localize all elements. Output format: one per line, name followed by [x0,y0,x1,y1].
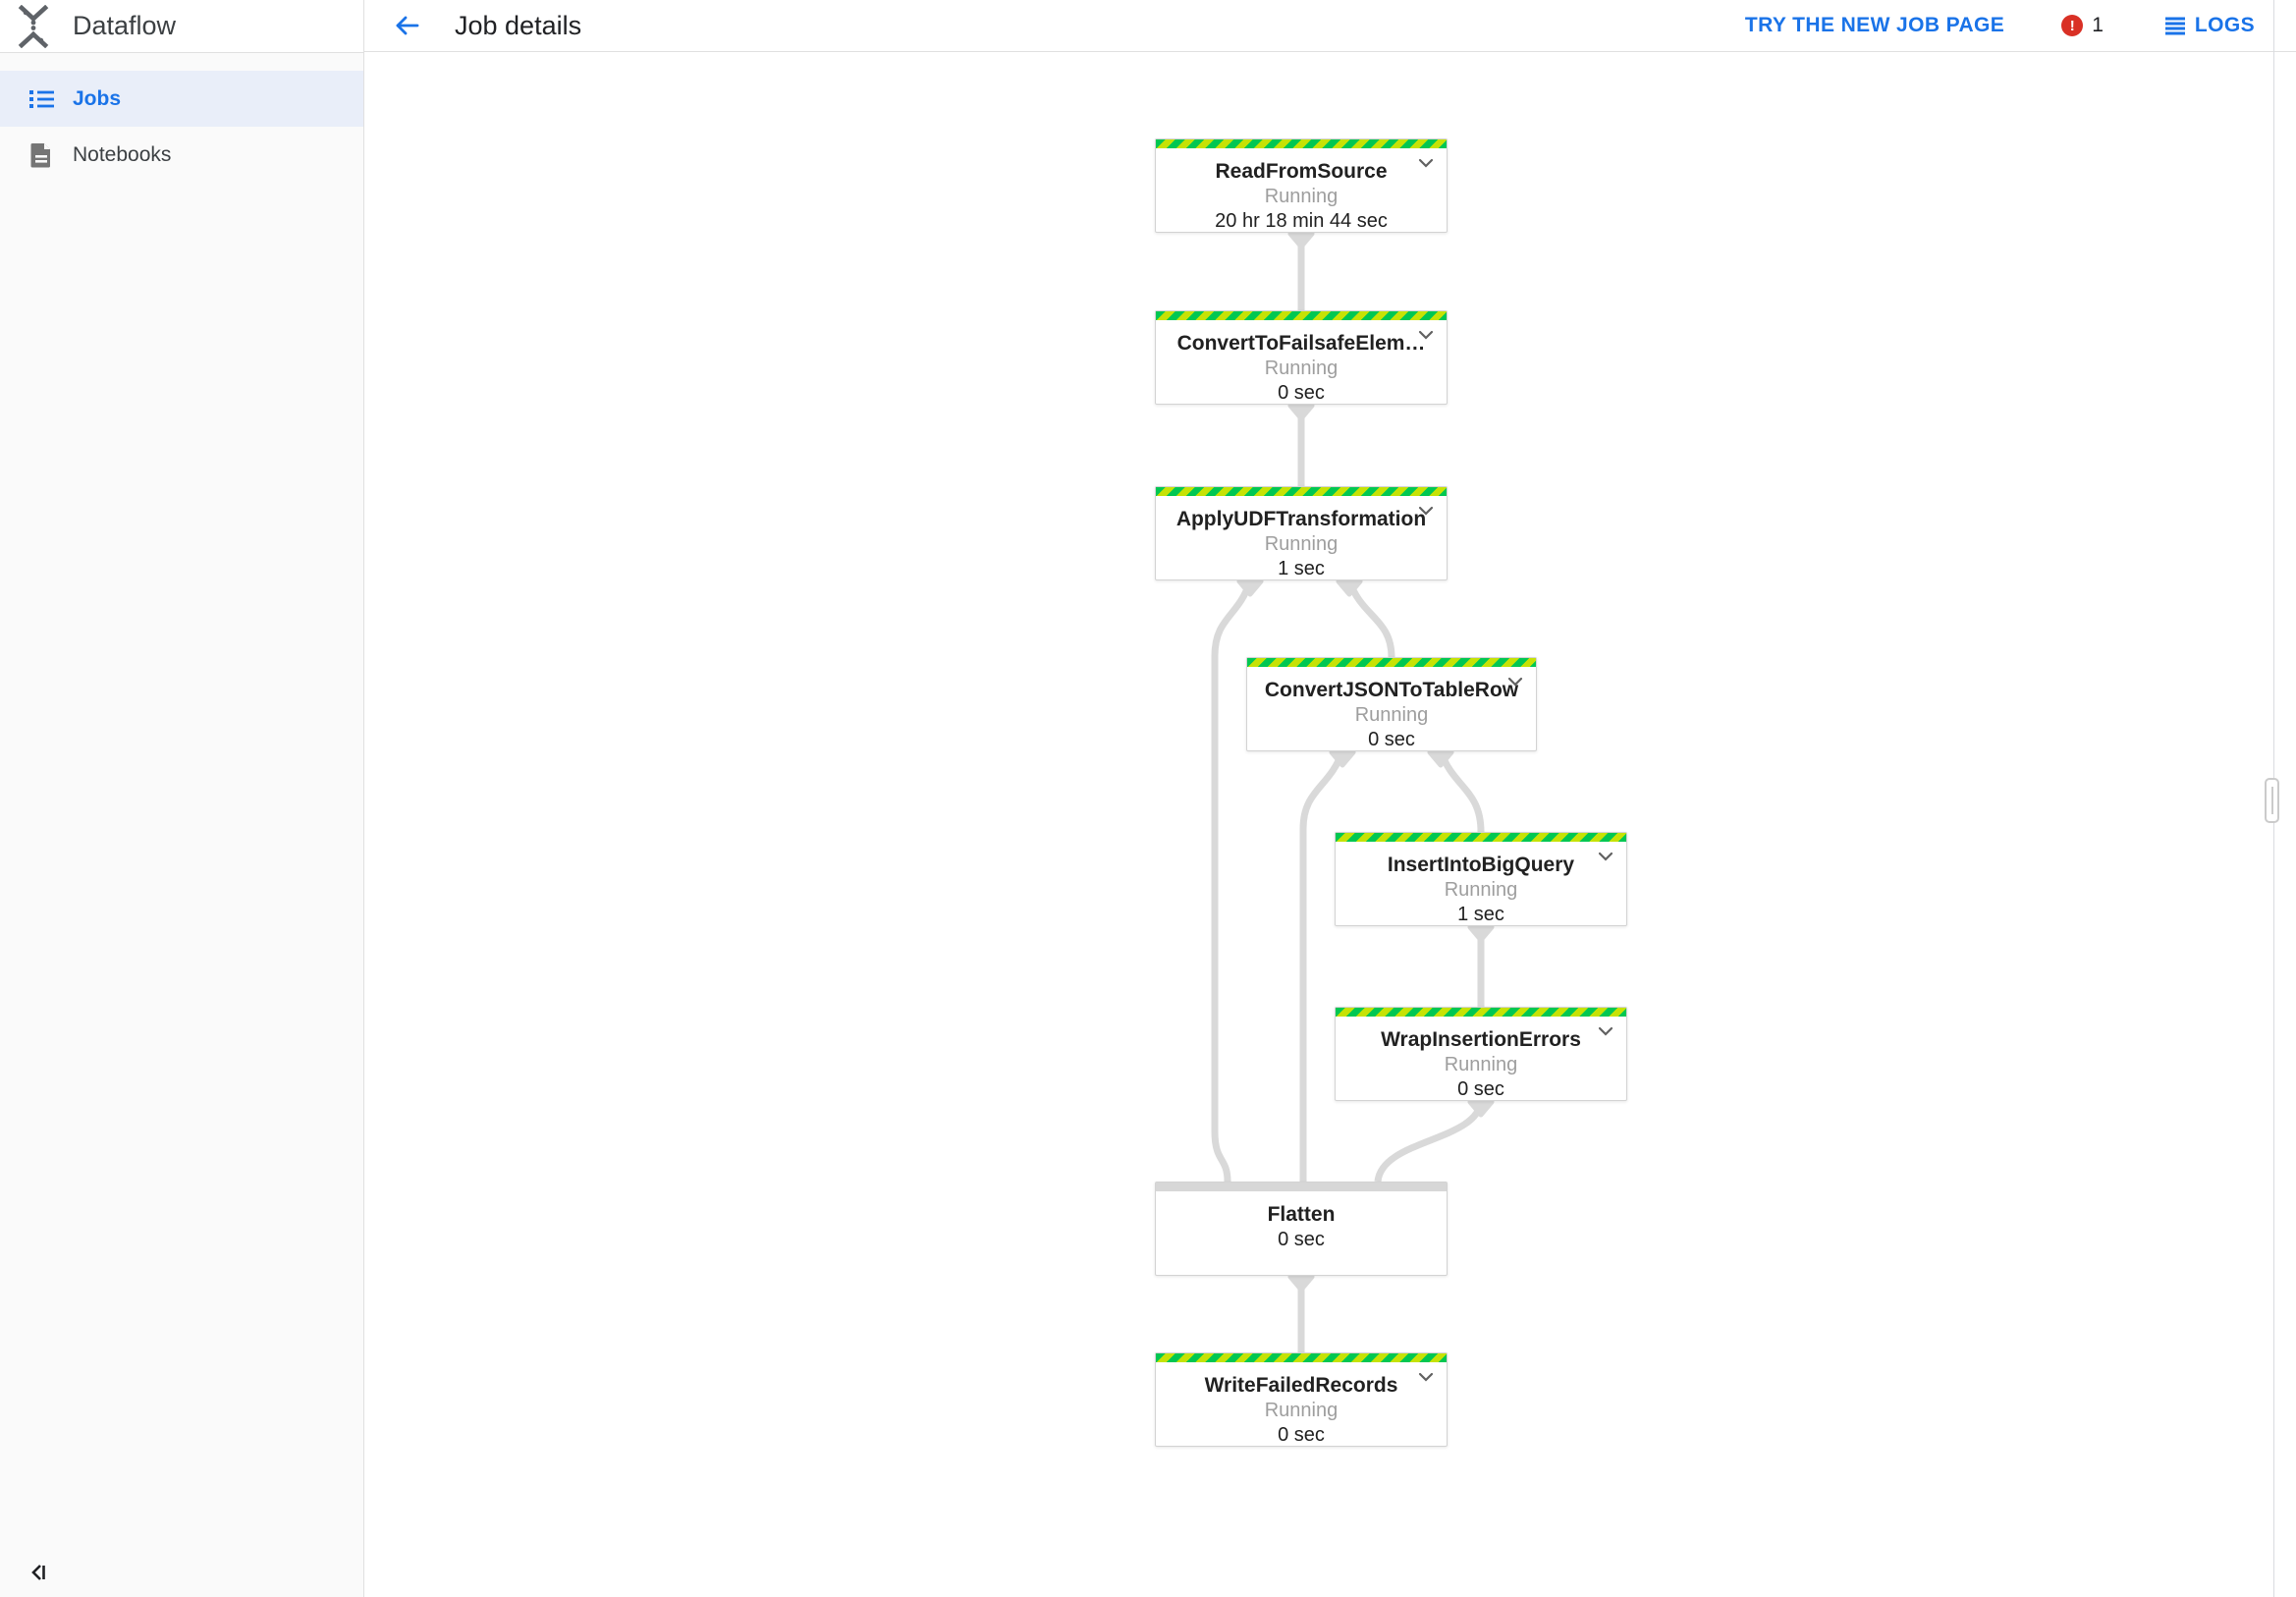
node-status: Running [1444,1054,1518,1075]
node-duration: 20 hr 18 min 44 sec [1215,210,1388,232]
node-status: Running [1264,186,1339,207]
running-progress-stripe [1336,833,1626,842]
back-arrow-icon[interactable] [390,8,425,43]
logs-button[interactable]: LOGS [2164,14,2255,37]
node-title: WrapInsertionErrors [1381,1028,1581,1051]
sidebar-item-label: Jobs [73,86,122,110]
edge-output-port-arrow [1236,578,1264,597]
node-duration: 1 sec [1278,558,1325,579]
node-duration: 0 sec [1368,729,1415,750]
chevron-down-icon[interactable] [1415,1366,1437,1388]
graph-node-ConvertToFailsafeElem[interactable]: ConvertToFailsafeElem… Running 0 sec [1155,310,1448,405]
node-duration: 0 sec [1457,1078,1504,1100]
chevron-down-icon[interactable] [1595,846,1616,867]
node-title: ConvertToFailsafeElem… [1176,332,1426,355]
sidebar-item-notebooks[interactable]: Notebooks [0,127,363,183]
edge-output-port-arrow [1336,578,1363,597]
chevron-down-icon[interactable] [1504,671,1526,692]
dataflow-logo-icon [14,4,53,48]
notebook-document-icon [24,142,59,168]
error-count-button[interactable]: ! 1 [2061,14,2104,37]
graph-edge [1374,1100,1485,1183]
sidebar-item-jobs[interactable]: Jobs [0,71,363,127]
jobs-list-icon [24,87,59,111]
running-progress-stripe [1247,658,1536,667]
chevron-down-icon[interactable] [1595,1020,1616,1042]
node-status: Running [1264,533,1339,555]
node-title: ReadFromSource [1215,160,1388,183]
graph-edge [1437,749,1485,833]
node-status: Running [1444,879,1518,901]
sidebar-item-label: Notebooks [73,142,172,166]
try-new-job-page-button[interactable]: TRY THE NEW JOB PAGE [1744,14,2005,36]
sidebar: Dataflow Jobs [0,0,364,1597]
node-duration: 0 sec [1278,1229,1325,1250]
node-status: Running [1354,704,1429,726]
error-badge-icon: ! [2061,15,2084,36]
graph-node-Flatten[interactable]: Flatten 0 sec [1155,1182,1448,1276]
node-duration: 1 sec [1457,904,1504,925]
node-status: Running [1264,358,1339,379]
node-title: WriteFailedRecords [1204,1374,1398,1397]
edge-output-port-arrow [1427,749,1454,768]
node-header-bar [1156,1183,1447,1191]
node-title: ConvertJSONToTableRow [1264,679,1519,701]
chevron-down-icon[interactable] [1415,324,1437,346]
sidebar-nav: Jobs Notebooks [0,53,363,183]
node-duration: 0 sec [1278,382,1325,404]
running-progress-stripe [1336,1008,1626,1017]
chevron-down-icon[interactable] [1415,500,1437,522]
running-progress-stripe [1156,139,1447,148]
logs-button-label: LOGS [2194,14,2255,36]
product-name: Dataflow [73,11,177,40]
edge-output-port-arrow [1467,1099,1495,1118]
running-progress-stripe [1156,1353,1447,1362]
node-duration: 0 sec [1278,1424,1325,1446]
topbar: Job details TRY THE NEW JOB PAGE ! 1 LOG… [364,0,2296,52]
running-progress-stripe [1156,487,1447,496]
logs-lines-icon [2164,15,2186,36]
collapse-sidebar-icon[interactable] [24,1558,53,1587]
sidebar-header: Dataflow [0,0,363,53]
error-count: 1 [2092,14,2104,36]
graph-edge [1299,749,1346,1182]
node-title: ApplyUDFTransformation [1175,508,1427,530]
node-title: InsertIntoBigQuery [1387,854,1575,876]
chevron-down-icon[interactable] [1415,152,1437,174]
graph-edge [1211,578,1254,1183]
edge-output-port-arrow [1287,1274,1315,1293]
node-title: Flatten [1267,1203,1336,1226]
scrollbar-thumb[interactable] [2265,778,2279,823]
graph-edge [1345,578,1395,658]
edge-output-port-arrow [1287,231,1315,249]
page-title: Job details [455,10,582,40]
edge-output-port-arrow [1467,924,1495,943]
node-status: Running [1264,1400,1339,1421]
edge-output-port-arrow [1287,403,1315,421]
running-progress-stripe [1156,311,1447,320]
edge-output-port-arrow [1329,749,1356,768]
